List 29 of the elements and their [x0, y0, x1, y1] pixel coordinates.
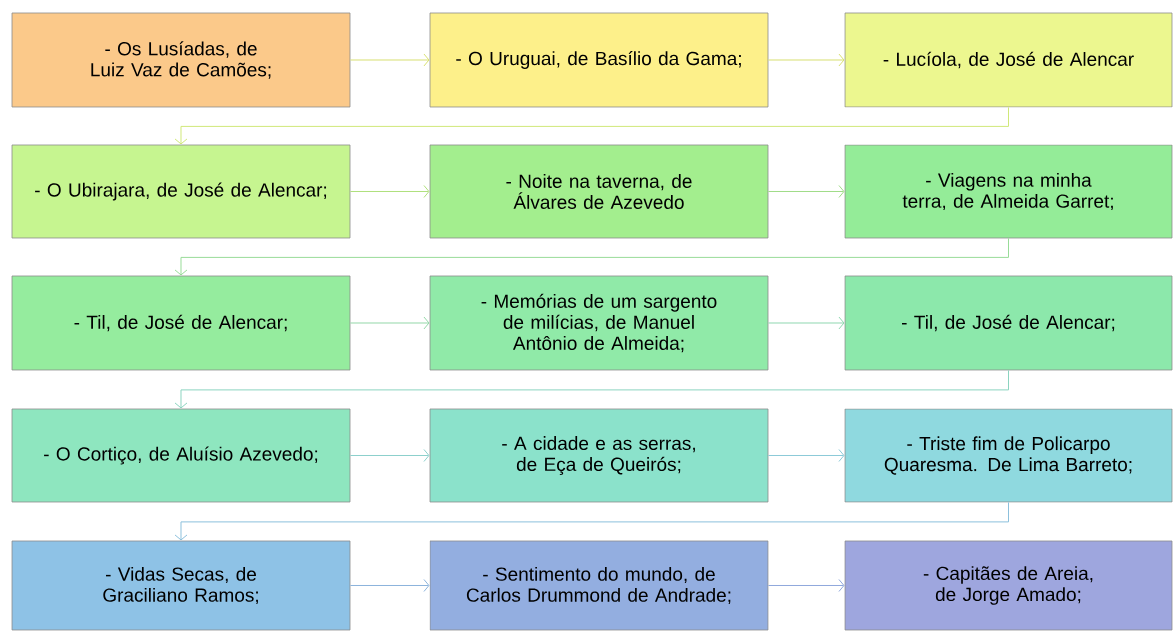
arrow — [349, 316, 430, 330]
book-box: - O Uruguai, de Basílio da Gama; — [429, 12, 769, 108]
book-box: - Os Lusíadas, de Luiz Vaz de Camões; — [11, 12, 351, 108]
book-box: - Lucíola, de José de Alencar — [844, 12, 1173, 108]
arrow — [767, 185, 845, 198]
arrow — [349, 449, 430, 462]
arrow — [174, 106, 1009, 145]
book-box: - Til, de José de Alencar; — [844, 275, 1173, 371]
book-box: - Triste fim de Policarpo Quaresma. De Lima Barreto; — [844, 408, 1173, 503]
book-box: - Til, de José de Alencar; — [11, 275, 351, 371]
book-box: - O Ubirajara, de José de Alencar; — [11, 144, 351, 239]
book-box: - Capitães de Areia, de Jorge Amado; — [844, 540, 1173, 631]
arrow — [174, 237, 1009, 276]
arrow — [174, 501, 1009, 541]
arrow — [767, 53, 845, 67]
book-box: - Vidas Secas, de Graciliano Ramos; — [11, 540, 351, 631]
book-box: - O Cortiço, de Aluísio Azevedo; — [11, 408, 351, 503]
book-box: - Sentimento do mundo, de Carlos Drummond de Andrade; — [429, 540, 769, 631]
arrow — [174, 369, 1009, 409]
arrow — [767, 316, 845, 330]
arrow — [349, 53, 430, 67]
arrow — [767, 449, 845, 462]
book-box: - A cidade e as serras, de Eça de Queirós; — [429, 408, 769, 503]
arrow — [349, 579, 430, 592]
book-box: - Viagens na minha terra, de Almeida Garret; — [844, 144, 1173, 239]
book-box: - Noite na taverna, de Álvares de Azevedo — [429, 144, 769, 239]
book-box: - Memórias de um sargento de milícias, de Manuel Antônio de Almeida; — [429, 275, 769, 371]
arrow — [349, 185, 430, 198]
arrow — [767, 579, 845, 592]
